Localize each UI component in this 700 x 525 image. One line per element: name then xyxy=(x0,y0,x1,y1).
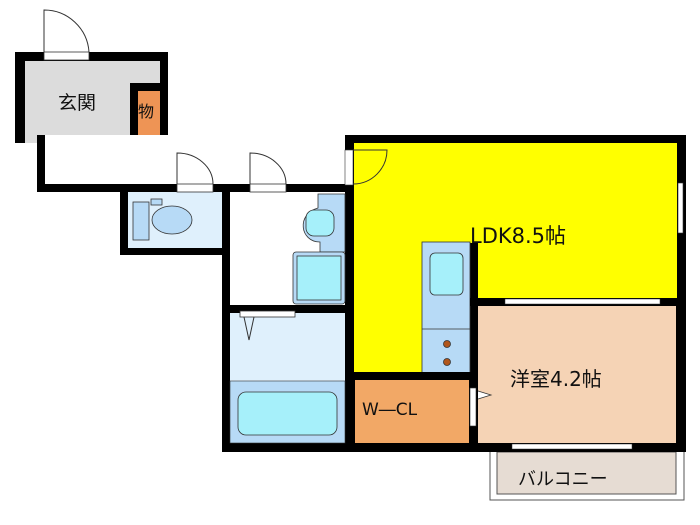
bathtub-icon xyxy=(237,391,338,436)
storage-label: 物 xyxy=(138,102,155,121)
washbasin-icon xyxy=(302,193,346,253)
toilet-icon xyxy=(132,198,193,241)
kitchen-icon xyxy=(421,241,471,374)
ldk-window xyxy=(677,182,684,234)
front-door[interactable] xyxy=(43,51,90,61)
walk-in-closet-label: W―CL xyxy=(362,400,418,420)
balcony-window[interactable] xyxy=(511,443,633,450)
entrance-label: 玄関 xyxy=(58,92,97,114)
washing-machine-icon xyxy=(292,251,346,305)
balcony-label: バルコニー xyxy=(518,469,608,490)
door-swing-icon xyxy=(43,9,90,53)
corridor xyxy=(45,135,345,184)
washroom-door[interactable] xyxy=(249,183,287,193)
bathroom-door[interactable] xyxy=(239,310,296,318)
toilet-door[interactable] xyxy=(176,183,214,193)
sliding-door[interactable] xyxy=(504,298,661,305)
western-room-area xyxy=(478,306,676,443)
storage-area xyxy=(138,91,160,135)
balcony-area xyxy=(496,451,677,495)
walk-in-closet-area xyxy=(355,380,469,443)
western-room-label: 洋室4.2帖 xyxy=(510,367,602,391)
ldk-door[interactable] xyxy=(344,149,354,186)
ldk-label: LDK8.5帖 xyxy=(470,224,567,248)
western-room-door[interactable] xyxy=(469,387,477,427)
